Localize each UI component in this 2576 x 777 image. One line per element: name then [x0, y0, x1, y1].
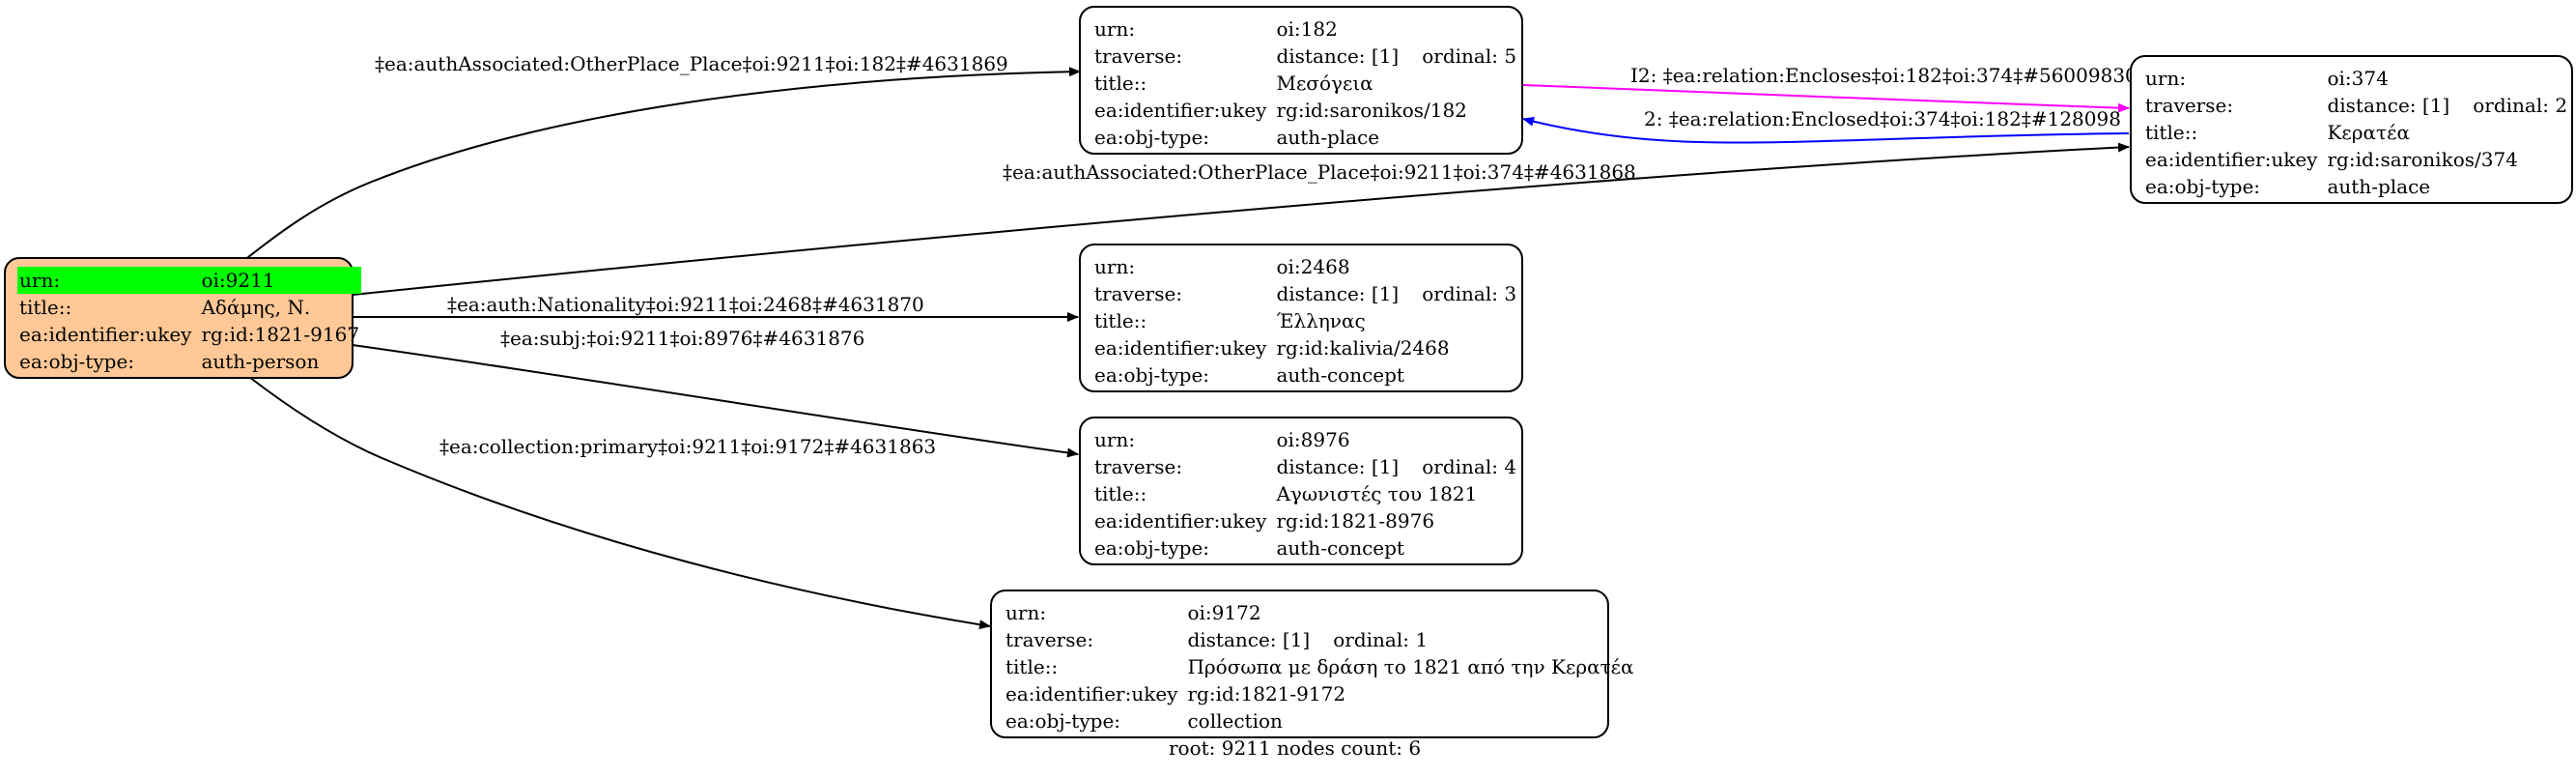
node-row-urn: urn:oi:8976 — [1094, 428, 1350, 451]
edge-enclosed-374-182 — [1522, 116, 2130, 144]
node-row-title: title::Αδάμης, Ν. — [19, 296, 311, 319]
edge-9211-374 — [352, 142, 2130, 296]
node-row-traverse: traverse:distance: [1]ordinal: 5 — [1094, 44, 1517, 68]
edge-label-encloses: I2: ‡ea:relation:Encloses‡oi:182‡oi:374‡… — [1630, 64, 2137, 87]
node-row-traverse: traverse:distance: [1]ordinal: 1 — [1005, 628, 1429, 651]
edge-encloses-182-374 — [1522, 84, 2130, 113]
node-oi-374[interactable]: urn:oi:374 traverse:distance: [1]ordinal… — [2130, 55, 2573, 204]
node-row-title: title::Έλληνας — [1094, 309, 1366, 332]
node-row-obj-type: ea:obj-type:auth-place — [2145, 175, 2431, 198]
node-row-urn: urn:oi:2468 — [1094, 255, 1350, 278]
node-oi-2468[interactable]: urn:oi:2468 traverse:distance: [1]ordina… — [1079, 244, 1523, 392]
node-row-urn: urn:oi:9172 — [1005, 601, 1261, 624]
node-oi-182[interactable]: urn:oi:182 traverse:distance: [1]ordinal… — [1079, 6, 1523, 155]
edge-label-9211-2468: ‡ea:auth:Nationality‡oi:9211‡oi:2468‡#46… — [447, 293, 924, 316]
node-row-traverse: traverse:distance: [1]ordinal: 4 — [1094, 455, 1517, 478]
node-row-traverse: traverse:distance: [1]ordinal: 3 — [1094, 282, 1517, 305]
edge-label-9211-9172: ‡ea:collection:primary‡oi:9211‡oi:9172‡#… — [439, 435, 937, 458]
edge-9211-182 — [242, 67, 1081, 262]
edge-9211-8976 — [352, 344, 1079, 458]
edge-label-9211-182: ‡ea:authAssociated:OtherPlace_Place‡oi:9… — [375, 52, 1008, 75]
edge-label-enclosed: 2: ‡ea:relation:Enclosed‡oi:374‡oi:182‡#… — [1644, 107, 2121, 130]
node-row-urn: urn:oi:9211 — [17, 267, 362, 294]
node-row-obj-type: ea:obj-type:collection — [1005, 709, 1283, 733]
node-row-obj-type: ea:obj-type:auth-person — [19, 350, 320, 373]
node-oi-9172[interactable]: urn:oi:9172 traverse:distance: [1]ordina… — [990, 590, 1634, 738]
footer-summary: root: 9211 nodes count: 6 — [1169, 736, 1422, 760]
node-row-urn: urn:oi:374 — [2145, 67, 2389, 90]
node-oi-8976[interactable]: urn:oi:8976 traverse:distance: [1]ordina… — [1079, 417, 1523, 565]
node-row-obj-type: ea:obj-type:auth-concept — [1094, 363, 1404, 387]
node-row-traverse: traverse:distance: [1]ordinal: 2 — [2145, 94, 2568, 117]
edge-label-9211-374: ‡ea:authAssociated:OtherPlace_Place‡oi:9… — [1003, 160, 1636, 184]
node-row-title: title::Αγωνιστές του 1821 — [1094, 482, 1478, 505]
node-row-title: title::Κερατέα — [2145, 121, 2410, 144]
node-row-urn: urn:oi:182 — [1094, 17, 1338, 41]
node-row-title: title::Πρόσωπα με δράση το 1821 από την … — [1005, 655, 1634, 678]
node-row-obj-type: ea:obj-type:auth-place — [1094, 126, 1380, 149]
node-row-obj-type: ea:obj-type:auth-concept — [1094, 536, 1404, 560]
node-oi-9211[interactable]: urn:oi:9211 title::Αδάμης, Ν. ea:identif… — [4, 257, 362, 379]
node-row-title: title::Μεσόγεια — [1094, 72, 1373, 95]
edge-label-9211-8976: ‡ea:subj:‡oi:9211‡oi:8976‡#4631876 — [500, 327, 865, 350]
edge-9211-9172 — [248, 376, 991, 630]
